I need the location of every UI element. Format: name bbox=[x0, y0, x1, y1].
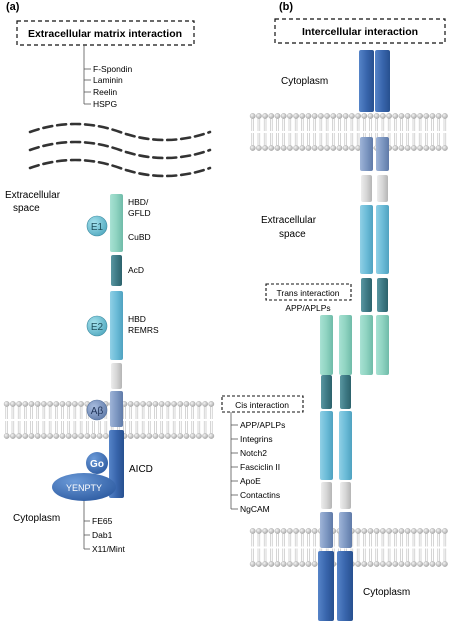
e1-ball bbox=[86, 215, 108, 237]
tm-bottom-right bbox=[339, 512, 352, 548]
cis-interaction-box bbox=[221, 395, 304, 413]
tm-bottom-left bbox=[320, 512, 333, 548]
cis-ligand-contactins: Contactins bbox=[240, 490, 280, 500]
linker-region bbox=[111, 363, 122, 389]
linker-bottom-left bbox=[321, 482, 332, 509]
acd-domain bbox=[111, 255, 122, 286]
hbd-remrs-label: HBD REMRS bbox=[128, 314, 159, 335]
trans-interaction-box bbox=[265, 283, 352, 301]
ecm-ligand-reelin: Reelin bbox=[93, 87, 117, 97]
go-label: Go bbox=[90, 459, 104, 470]
e1-label: E1 bbox=[91, 222, 104, 233]
e2-top-right bbox=[376, 205, 389, 274]
e1-bottom-left bbox=[320, 315, 333, 375]
tm-top-right bbox=[376, 137, 389, 171]
app-dimer-bottom-cell bbox=[318, 315, 353, 621]
cubd-label: CuBD bbox=[128, 232, 151, 242]
acd-bottom-right bbox=[340, 375, 351, 409]
cytoplasm-label-a: Cytoplasm bbox=[13, 513, 60, 524]
icd-top-right bbox=[375, 50, 390, 112]
cyto-ligand-dab1: Dab1 bbox=[92, 530, 113, 540]
e2-domain bbox=[110, 291, 123, 360]
hbd-gfld-label: HBD/ GFLD bbox=[128, 197, 151, 218]
linker-top-right bbox=[377, 175, 388, 202]
acd-bottom-left bbox=[321, 375, 332, 409]
membrane-b-bottom bbox=[249, 528, 448, 567]
extracellular-matrix-waves bbox=[28, 122, 212, 178]
e2-ball bbox=[86, 315, 108, 337]
cytoplasm-label-top: Cytoplasm bbox=[281, 76, 328, 87]
yenpty-label: YENPTY bbox=[66, 483, 102, 493]
cyto-ligand-x11: X11/Mint bbox=[92, 544, 126, 554]
cis-ligand-notch2: Notch2 bbox=[240, 448, 267, 458]
extracellular-space-label: Extracellular space bbox=[5, 190, 63, 214]
go-ball bbox=[86, 452, 108, 474]
acd-label: AcD bbox=[128, 265, 144, 275]
e2-label: E2 bbox=[91, 322, 104, 333]
e1-domain bbox=[110, 194, 123, 252]
e2-bottom-left bbox=[320, 411, 333, 480]
panel-a-label: (a) bbox=[6, 1, 20, 13]
e2-top-left bbox=[360, 205, 373, 274]
ecm-ligand-hspg: HSPG bbox=[93, 99, 117, 109]
intercellular-interaction-title: Intercellular interaction bbox=[302, 26, 418, 38]
cis-ligand-integrins: Integrins bbox=[240, 434, 273, 444]
membrane-b-top bbox=[249, 113, 448, 151]
linker-top-left bbox=[361, 175, 372, 202]
cyto-ligand-tree bbox=[83, 501, 90, 550]
cytoplasm-label-bottom: Cytoplasm bbox=[363, 587, 410, 598]
acd-top-left bbox=[361, 278, 372, 312]
e1-top-left bbox=[360, 315, 373, 375]
abeta-ball bbox=[86, 399, 108, 421]
cis-ligand-fasciclin: Fasciclin II bbox=[240, 462, 280, 472]
panel-b-label: (b) bbox=[279, 1, 293, 13]
transmembrane-domain bbox=[110, 391, 123, 427]
e2-bottom-right bbox=[339, 411, 352, 480]
e1-top-right bbox=[376, 315, 389, 375]
ecm-interaction-title: Extracellular matrix interaction bbox=[28, 28, 182, 40]
ecm-interaction-box bbox=[16, 20, 195, 46]
trans-interaction-ligand: APP/APLPs bbox=[285, 303, 330, 313]
aicd-label: AICD bbox=[129, 464, 153, 475]
abeta-label: Aβ bbox=[91, 406, 104, 417]
ecm-ligand-laminin: Laminin bbox=[93, 75, 123, 85]
acd-top-right bbox=[377, 278, 388, 312]
cis-ligand-tree bbox=[230, 412, 238, 510]
ecm-ligand-tree bbox=[83, 45, 91, 105]
cis-ligand-ngcam: NgCAM bbox=[240, 504, 270, 514]
cis-ligand-app: APP/APLPs bbox=[240, 420, 285, 430]
cyto-ligand-fe65: FE65 bbox=[92, 516, 113, 526]
app-dimer-top-cell bbox=[359, 50, 390, 375]
trans-interaction-title: Trans interaction bbox=[277, 288, 340, 298]
linker-bottom-right bbox=[340, 482, 351, 509]
tm-top-left bbox=[360, 137, 373, 171]
e1-bottom-right bbox=[339, 315, 352, 375]
intercellular-interaction-box bbox=[274, 18, 446, 44]
cis-interaction-title: Cis interaction bbox=[235, 400, 289, 410]
cis-ligand-apoe: ApoE bbox=[240, 476, 261, 486]
yenpty-motif bbox=[52, 473, 116, 501]
ecm-ligand-fspondin: F-Spondin bbox=[93, 64, 132, 74]
extracellular-space-label-b: Extracellular space bbox=[261, 215, 319, 240]
icd-bottom-right bbox=[337, 551, 353, 621]
icd-top-left bbox=[359, 50, 374, 112]
icd-bottom-left bbox=[318, 551, 334, 621]
